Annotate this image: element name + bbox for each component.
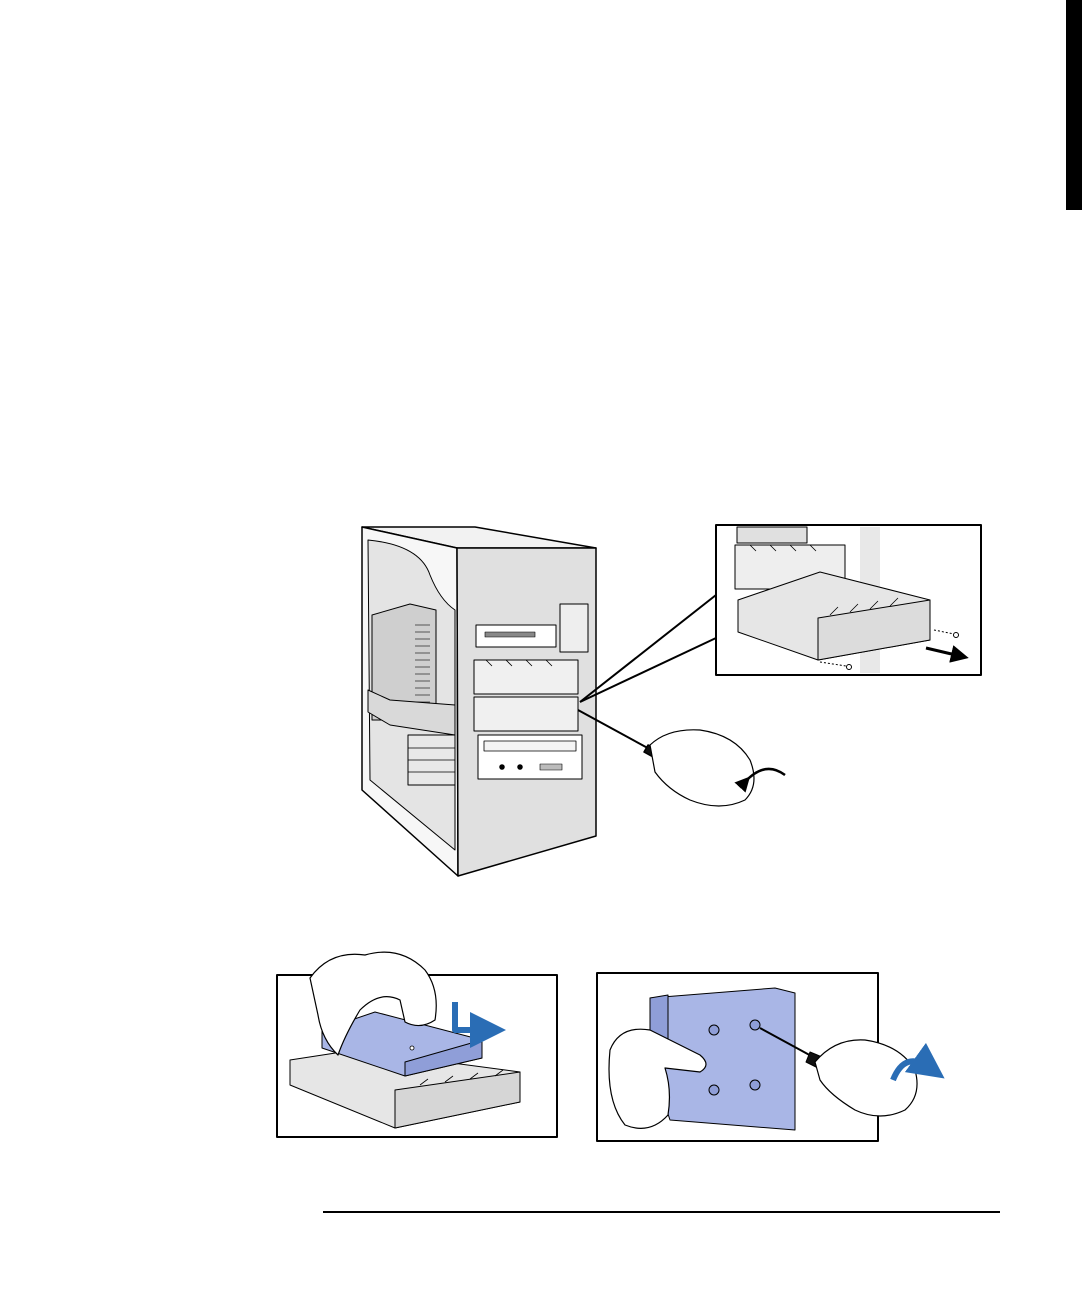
hand (650, 730, 754, 806)
screw-icon (954, 633, 959, 638)
screw-icon (750, 1020, 760, 1030)
bay-detail-callout (716, 525, 981, 675)
screw-icon (709, 1025, 719, 1035)
drive-into-tray-illustration (277, 952, 557, 1137)
footer-rule (323, 1211, 1000, 1213)
screw-icon (709, 1085, 719, 1095)
bay-cover-upper (474, 660, 578, 694)
tray-fastening-illustration (597, 973, 930, 1141)
screw-icon (847, 665, 852, 670)
screw-icon (750, 1080, 760, 1090)
bay-cover-lower (474, 697, 578, 731)
